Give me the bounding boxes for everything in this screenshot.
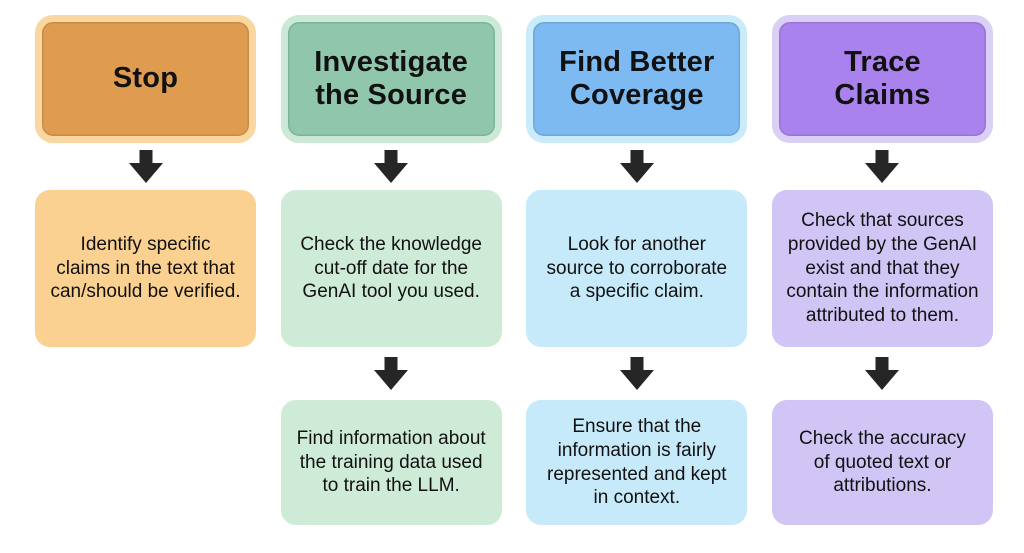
investigate-step2-box: Find information about the training data… [280,400,502,525]
arrow-slot [619,143,655,190]
trace-claims-step1-text: Check that sources provided by the GenAI… [786,209,979,327]
trace-claims-header-box: Trace Claims [771,15,993,143]
column-investigate-the-source: Investigate the Source Check the knowled… [280,15,502,525]
arrow-slot [864,143,900,190]
column-trace-claims: Trace Claims Check that sources provided… [771,15,993,525]
down-arrow-icon [374,150,409,183]
arrow-slot [128,143,164,190]
investigate-step2-text: Find information about the training data… [296,427,486,497]
find-coverage-step1-text: Look for another source to corroborate a… [546,233,728,303]
trace-claims-step2-text: Check the accuracy of quoted text or att… [799,427,966,497]
investigate-step1-box: Check the knowledge cut-off date for the… [280,190,502,347]
investigate-header-box: Investigate the Source [280,15,502,143]
find-coverage-step2-box: Ensure that the information is fairly re… [526,400,748,525]
trace-claims-header-label: Trace Claims [834,45,931,111]
column-stop: Stop Identify specific claims in the tex… [35,15,256,525]
find-coverage-step2-text: Ensure that the information is fairly re… [547,415,727,509]
arrow-slot [373,347,409,400]
column-find-better-coverage: Find Better Coverage Look for another so… [526,15,748,525]
stop-header-box: Stop [35,15,256,143]
find-coverage-step1-box: Look for another source to corroborate a… [526,190,748,347]
down-arrow-icon [865,357,900,390]
investigate-header-label: Investigate the Source [314,45,468,111]
find-coverage-header-label: Find Better Coverage [559,45,715,111]
trace-claims-step1-box: Check that sources provided by the GenAI… [771,190,993,347]
find-coverage-header-box: Find Better Coverage [526,15,748,143]
stop-step-box: Identify specific claims in the text tha… [35,190,256,347]
down-arrow-icon [619,357,654,390]
investigate-step1-text: Check the knowledge cut-off date for the… [300,233,482,303]
down-arrow-icon [619,150,654,183]
stop-header-label: Stop [112,62,179,95]
diagram-columns: Stop Identify specific claims in the tex… [35,15,993,525]
arrow-slot [373,143,409,190]
trace-claims-step2-box: Check the accuracy of quoted text or att… [771,400,993,525]
down-arrow-icon [865,150,900,183]
stop-step-text: Identify specific claims in the text tha… [50,233,241,303]
down-arrow-icon [128,150,163,183]
arrow-slot [619,347,655,400]
arrow-slot [864,347,900,400]
down-arrow-icon [374,357,409,390]
